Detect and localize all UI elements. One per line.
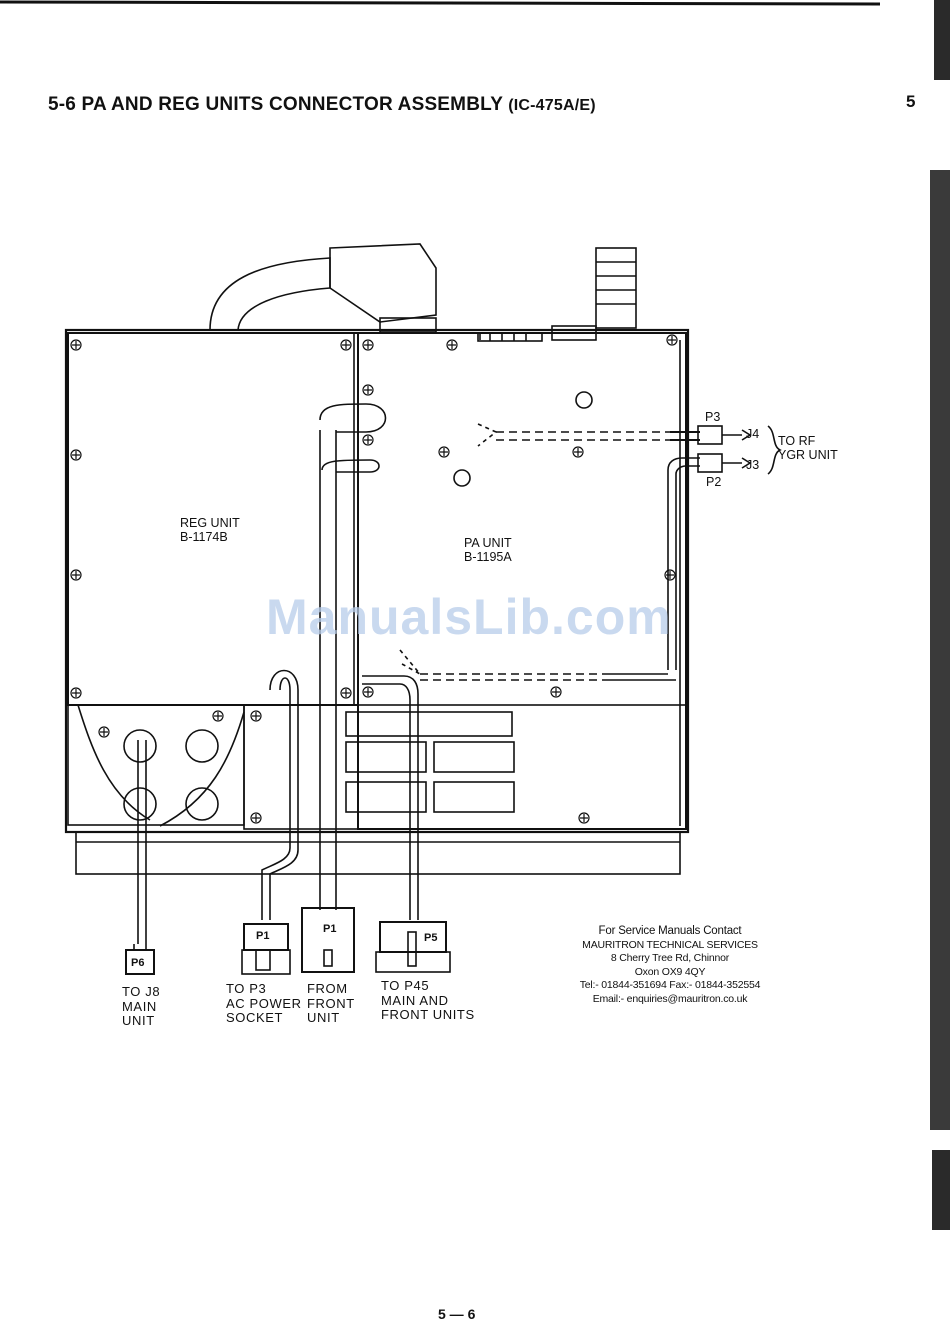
- plug-label-p1-front: P1: [323, 923, 337, 935]
- screw-icon: [340, 339, 352, 351]
- plug-label-p1-ac: P1: [256, 930, 270, 942]
- heatsink-block: [345, 711, 513, 737]
- label-p2: P2: [706, 475, 722, 489]
- caption-p6: TO J8 MAIN UNIT: [122, 984, 161, 1028]
- p3-cable: [670, 431, 700, 441]
- screw-icon: [666, 334, 678, 346]
- label-j4: J4: [746, 427, 760, 441]
- section-title: PA AND REG UNITS CONNECTOR ASSEMBLY: [81, 94, 503, 115]
- pa-unit-part: B-1195A: [464, 550, 512, 564]
- contact-email: Email:- enquiries@mauritron.co.uk: [592, 992, 748, 1005]
- mount-hole: [123, 729, 157, 763]
- screw-icon: [70, 569, 82, 581]
- chapter-number: 5: [906, 92, 916, 111]
- mount-hole: [123, 787, 157, 821]
- screw-icon: [362, 686, 374, 698]
- main-front-cable: [362, 675, 419, 920]
- control-shaft: [595, 247, 637, 329]
- pa-hole: [453, 469, 471, 487]
- screw-icon: [438, 446, 450, 458]
- screw-icon: [550, 686, 562, 698]
- screw-icon: [340, 687, 352, 699]
- ac-power-cable: [269, 669, 299, 920]
- label-p3: P3: [705, 410, 721, 424]
- pa-unit-board: [357, 332, 687, 830]
- section-number: 5-6: [48, 94, 77, 115]
- pa-hole: [575, 391, 593, 409]
- service-contact: For Service Manuals Contact MAURITRON TE…: [560, 925, 780, 1006]
- screw-icon: [70, 339, 82, 351]
- caption-p1-ac: TO P3 AC POWER SOCKET: [226, 981, 302, 1025]
- caption-p5: TO P45 MAIN AND FRONT UNITS: [381, 978, 475, 1022]
- screw-icon: [70, 449, 82, 461]
- screw-icon: [664, 569, 676, 581]
- plug-label-p5: P5: [424, 932, 438, 944]
- reg-unit-part: B-1174B: [180, 530, 228, 544]
- reg-unit-label: REG UNIT B-1174B: [180, 516, 240, 544]
- rf-brace: [767, 425, 782, 475]
- scan-edge-bar-mid: [930, 170, 950, 1130]
- scan-edge-bar-top: [934, 0, 950, 80]
- scan-edge-bar-bottom: [932, 1150, 950, 1230]
- bottom-rail: [75, 831, 681, 875]
- screw-icon: [212, 710, 224, 722]
- rf-destination: TO RF YGR UNIT: [778, 434, 838, 462]
- screw-icon: [572, 446, 584, 458]
- screw-icon: [362, 339, 374, 351]
- heatsink-block: [433, 781, 515, 813]
- p3-connector: [697, 425, 723, 445]
- plug-p6: [125, 949, 155, 975]
- plug-label-p6: P6: [131, 957, 145, 969]
- heatsink-block: [433, 741, 515, 773]
- heatsink-block: [345, 741, 427, 773]
- screw-icon: [250, 812, 262, 824]
- screw-icon: [70, 687, 82, 699]
- heatsink-block: [345, 781, 427, 813]
- mount-hole: [185, 729, 219, 763]
- label-j3: J3: [746, 458, 760, 472]
- model-number: (IC-475A/E): [508, 97, 596, 114]
- cable-loop-upper: [319, 403, 387, 433]
- scan-top-line: [0, 0, 881, 6]
- screw-set: [70, 334, 678, 824]
- p2-connector: [697, 453, 723, 473]
- plug-p1-front: [301, 907, 355, 973]
- page-title: 5-6 PA AND REG UNITS CONNECTOR ASSEMBLY …: [48, 94, 596, 116]
- screw-icon: [250, 710, 262, 722]
- screw-icon: [362, 434, 374, 446]
- pa-top-connector: [477, 332, 543, 342]
- caption-p1-front: FROM FRONT UNIT: [307, 981, 355, 1025]
- screw-icon: [98, 726, 110, 738]
- screw-icon: [446, 339, 458, 351]
- lower-board: [243, 704, 687, 830]
- pa-unit-label: PA UNIT B-1195A: [464, 536, 512, 564]
- p2-cable: [667, 457, 700, 670]
- page-number: 5 — 6: [438, 1306, 476, 1322]
- mount-hole: [185, 787, 219, 821]
- screw-icon: [578, 812, 590, 824]
- top-cable: [209, 257, 331, 331]
- top-cable-plug: [329, 243, 437, 323]
- watermark: ManualsLib.com: [266, 589, 672, 645]
- screw-icon: [362, 384, 374, 396]
